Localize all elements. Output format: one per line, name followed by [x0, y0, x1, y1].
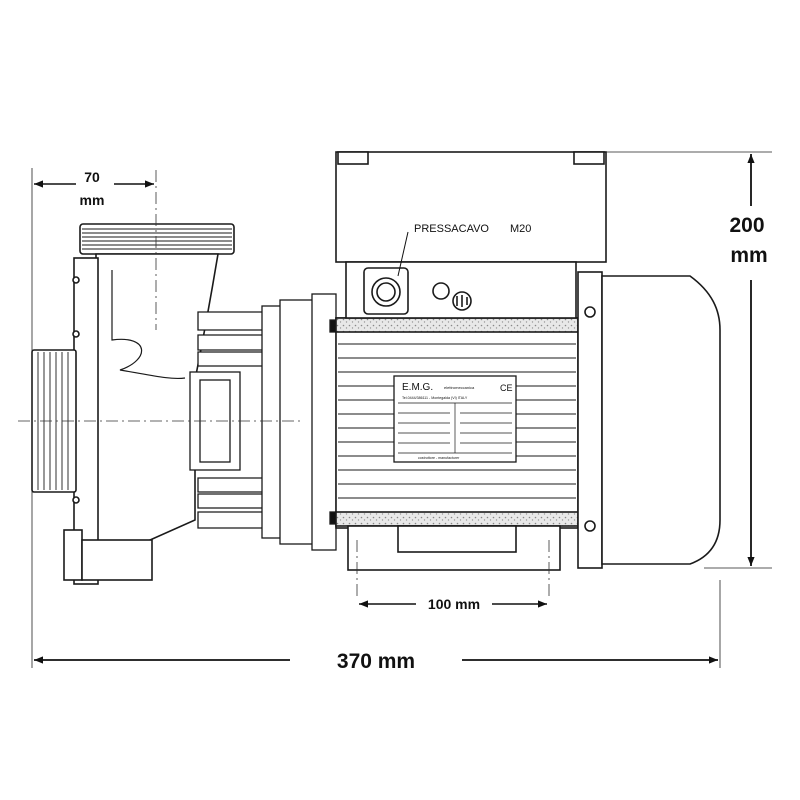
- nameplate-address: Tel.0444/386111 - Montegalda (VI) ITALY: [402, 396, 468, 400]
- centerlines: [18, 170, 550, 600]
- lower-casting-band: [335, 511, 579, 527]
- nameplate-maker: elettromeccanica: [444, 385, 475, 390]
- nameplate-brand: E.M.G.: [402, 382, 433, 393]
- dimension-70-value: 70: [84, 169, 100, 185]
- dimension-200mm: 200 mm: [729, 154, 768, 566]
- cable-gland-label: PRESSACAVO: [414, 223, 489, 235]
- dimension-370-label: 370 mm: [337, 650, 415, 673]
- extension-lines: [31, 151, 772, 668]
- dimension-200-unit: mm: [730, 244, 767, 267]
- dimension-70mm: 70 mm: [34, 169, 154, 208]
- terminal-box: [335, 151, 607, 319]
- bracket: [189, 293, 341, 551]
- upper-casting-band: [335, 317, 579, 333]
- nameplate-ce-mark: CE: [500, 383, 513, 393]
- dimension-100-label: 100 mm: [428, 596, 480, 612]
- dimension-370mm: 370 mm: [34, 650, 718, 673]
- outlet-thread: [82, 228, 232, 250]
- nameplate: E.M.G. elettromeccanica CE Tel.0444/3861…: [393, 375, 517, 463]
- plug-screw: [432, 282, 450, 300]
- cable-gland-leader: [397, 231, 409, 277]
- dimension-100mm: 100 mm: [359, 596, 547, 612]
- cooling-fins: [338, 343, 576, 499]
- dimension-70-unit: mm: [80, 192, 105, 208]
- dimension-200-value: 200: [729, 214, 764, 237]
- nameplate-footer: costruttore - manufacturer: [418, 456, 460, 460]
- pump-casing: [31, 223, 235, 585]
- fan-cover: [577, 271, 721, 569]
- cable-gland-size: M20: [510, 223, 531, 235]
